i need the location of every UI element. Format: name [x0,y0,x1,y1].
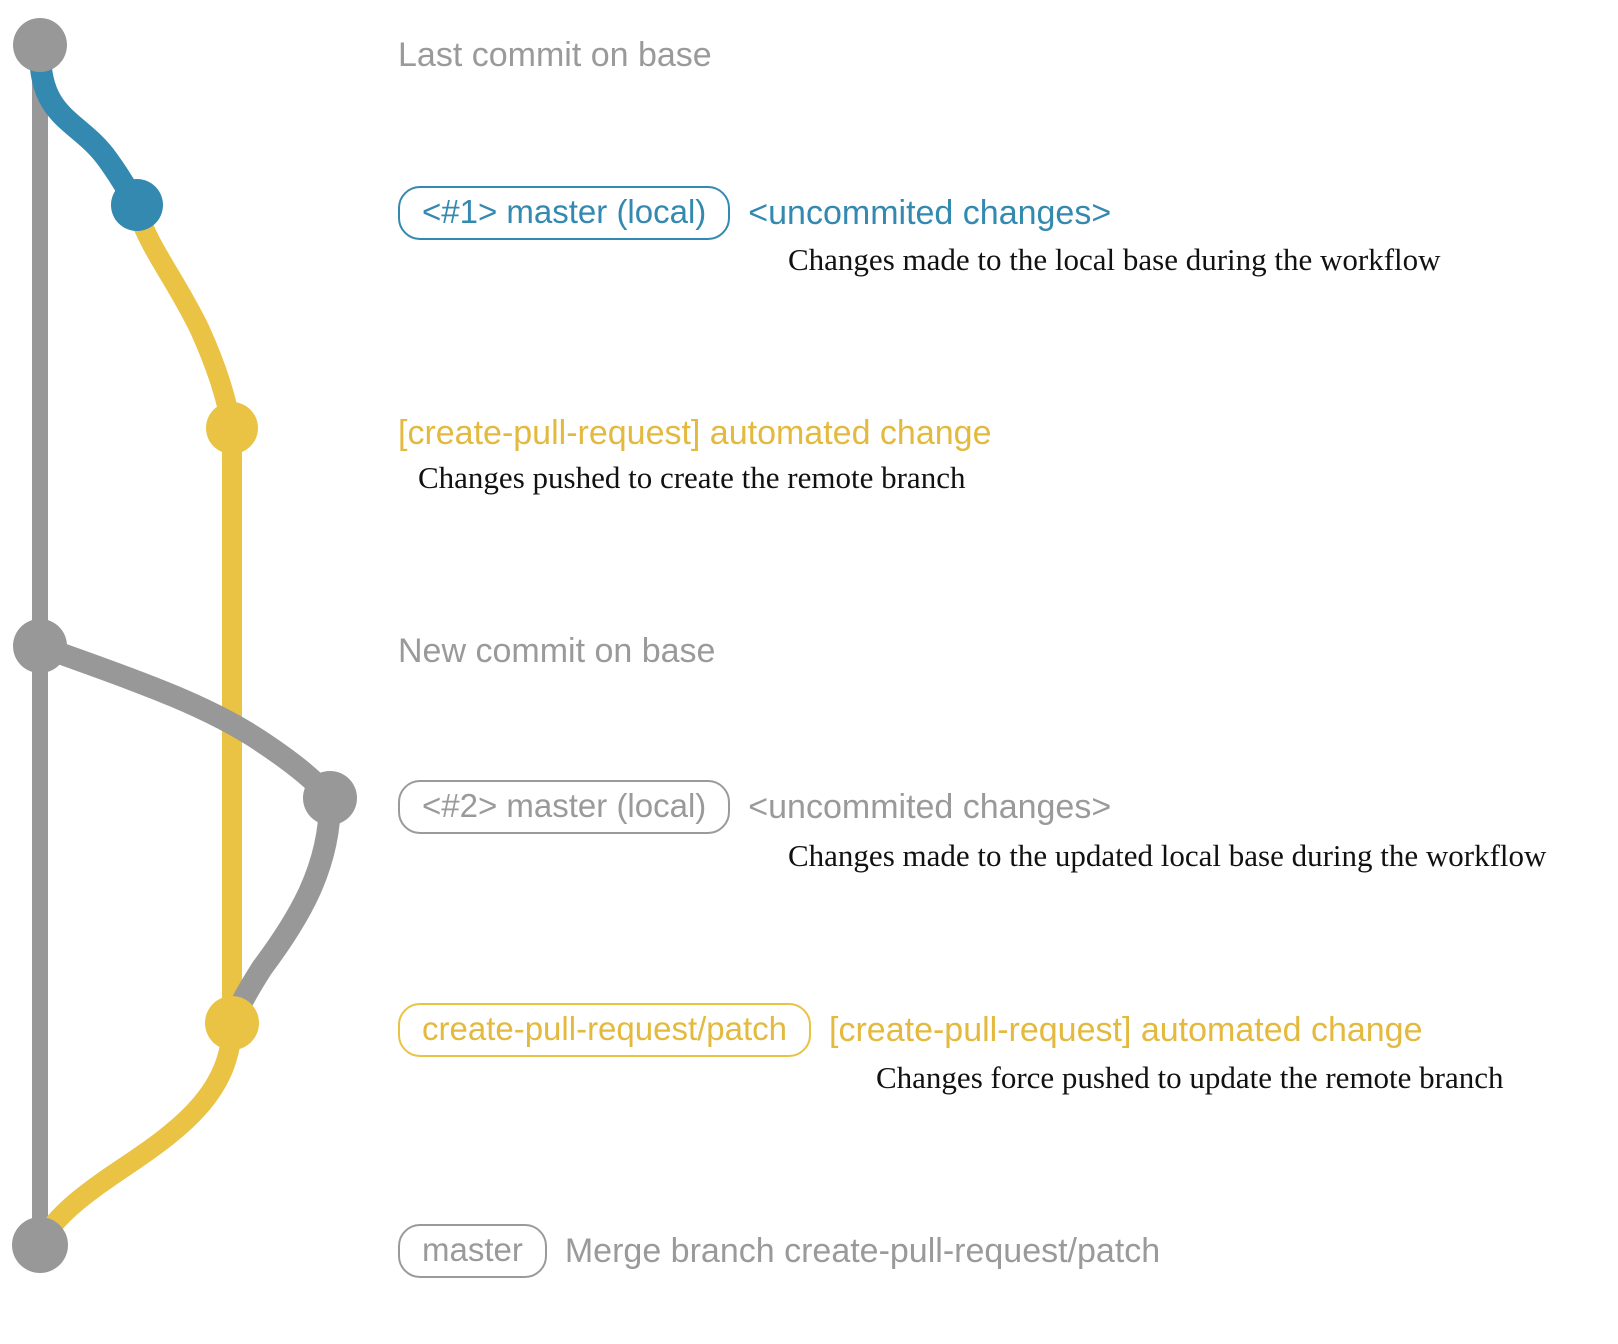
commit-node-local-1[interactable] [111,179,163,231]
commit-node-local-2[interactable] [303,771,357,825]
commit-note-automated-change-2: Changes force pushed to update the remot… [876,1060,1504,1095]
commit-message-new-commit-on-base: New commit on base [398,632,716,670]
commit-row-master-local-2: <#2> master (local) <uncommited changes> [398,780,1111,834]
commit-message-last-commit-on-base: Last commit on base [398,36,712,74]
commit-message-master-local-1: <uncommited changes> [748,194,1112,232]
commit-row-master-local-1: <#1> master (local) <uncommited changes> [398,186,1111,240]
commit-message-automated-change-2: [create-pull-request] automated change [829,1011,1423,1049]
commit-row-master-merge: master Merge branch create-pull-request/… [398,1224,1160,1278]
branch-badge-master[interactable]: master [398,1224,547,1278]
commit-message-master-merge: Merge branch create-pull-request/patch [564,1232,1161,1270]
branch-line-local-2 [29,635,341,809]
commit-node-base-head[interactable] [13,18,67,72]
commit-message-automated-change-1: [create-pull-request] automated change [398,414,992,452]
commit-note-automated-change-1: Changes pushed to create the remote bran… [418,460,966,495]
commit-message-master-local-2: <uncommited changes> [748,788,1112,826]
commit-node-base-new[interactable] [13,619,67,673]
commit-note-master-local-1: Changes made to the local base during th… [788,242,1441,277]
branch-line-patch-lower [30,1013,242,1255]
commit-node-patch-1[interactable] [206,402,258,454]
commit-node-patch-2[interactable] [205,996,259,1050]
branch-badge-create-pull-request-patch[interactable]: create-pull-request/patch [398,1003,812,1057]
commit-note-master-local-2: Changes made to the updated local base d… [788,838,1547,873]
commit-node-merge[interactable] [12,1217,68,1273]
branch-badge-master-local-2[interactable]: <#2> master (local) [398,780,731,834]
branch-badge-master-local-1[interactable]: <#1> master (local) [398,186,731,240]
commit-row-create-pull-request-patch: create-pull-request/patch [create-pull-r… [398,1003,1423,1057]
